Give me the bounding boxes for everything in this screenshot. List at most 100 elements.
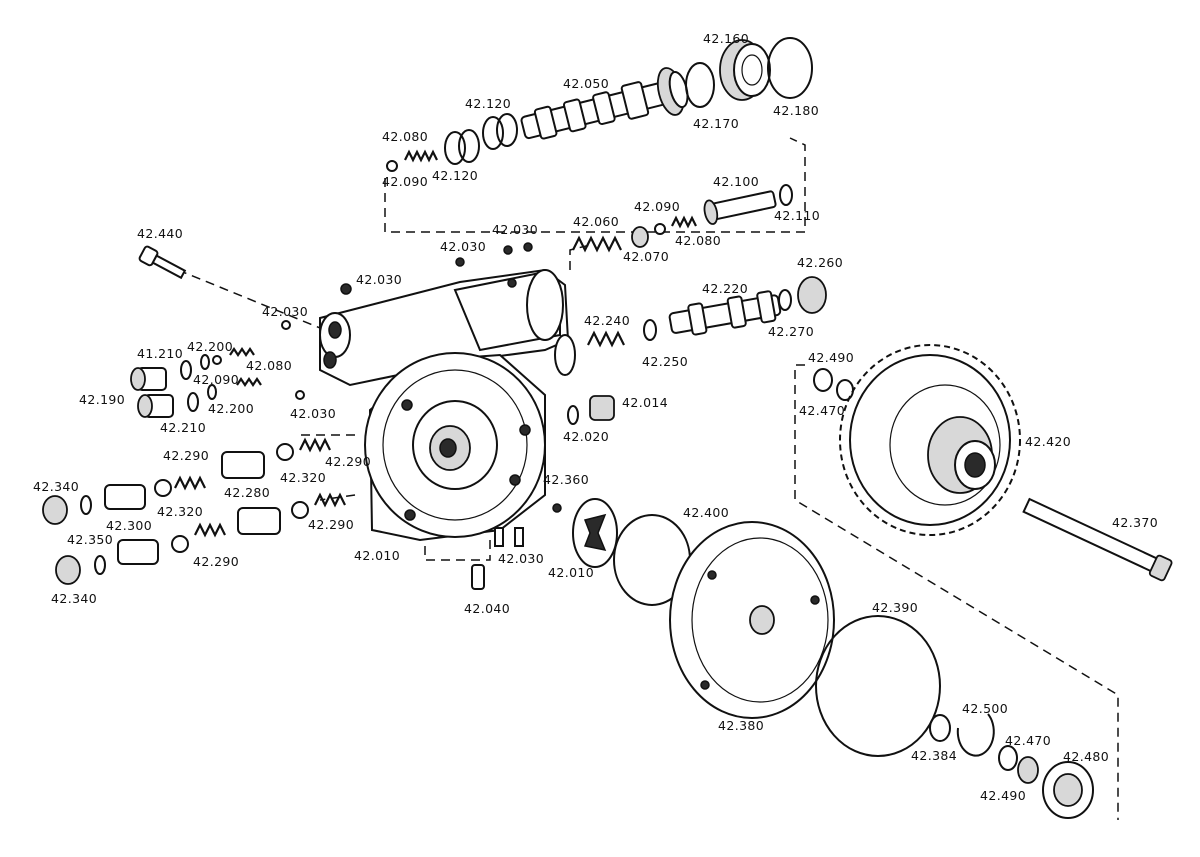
ball — [654, 223, 666, 235]
spring — [314, 492, 346, 508]
pump-cover — [669, 521, 835, 719]
lower-left-valve-cluster — [42, 437, 346, 585]
callout-label: 42.250 — [642, 354, 688, 369]
o-ring — [998, 745, 1018, 771]
valve-sleeve — [117, 539, 159, 565]
callout-label: 42.380 — [718, 718, 764, 733]
large-seal-ring — [815, 615, 941, 757]
breather — [471, 564, 485, 590]
callout-label: 42.090 — [193, 372, 239, 387]
callout-label: 42.480 — [1063, 749, 1109, 764]
o-ring — [482, 116, 504, 150]
plunger-assembly — [572, 184, 793, 253]
callout-label: 42.120 — [432, 168, 478, 183]
ball — [281, 320, 291, 330]
callout-label: 42.220 — [702, 281, 748, 296]
o-ring — [180, 360, 192, 380]
spring — [587, 330, 625, 348]
o-ring — [200, 354, 210, 370]
callout-label: 42.270 — [768, 324, 814, 339]
callout-label: 42.420 — [1025, 434, 1071, 449]
o-ring — [444, 131, 466, 165]
callout-label: 42.260 — [797, 255, 843, 270]
o-ring — [929, 714, 951, 742]
valve-sleeve — [104, 484, 146, 510]
plug — [137, 394, 174, 418]
callout-label: 42.010 — [548, 565, 594, 580]
valve-piston — [237, 507, 281, 535]
callout-label: 42.030 — [356, 272, 402, 287]
callout-label: 42.190 — [79, 392, 125, 407]
valve-ball — [171, 535, 189, 553]
plug-screw — [552, 503, 562, 513]
callout-label: 42.090 — [382, 174, 428, 189]
callout-label: 42.030 — [290, 406, 336, 421]
o-ring — [778, 289, 792, 311]
bearing-group — [929, 713, 1094, 819]
callout-label: 42.080 — [246, 358, 292, 373]
callout-label: 42.120 — [465, 96, 511, 111]
callout-label: 42.490 — [808, 350, 854, 365]
o-ring — [187, 392, 199, 412]
plug — [797, 276, 827, 314]
callout-label: 42.340 — [51, 591, 97, 606]
callout-label: 42.200 — [187, 339, 233, 354]
ball — [386, 160, 398, 172]
callout-label: 42.500 — [962, 701, 1008, 716]
callout-label: 42.290 — [308, 517, 354, 532]
callout-label: 42.340 — [33, 479, 79, 494]
valve-piston — [221, 451, 265, 479]
callout-label: 42.280 — [224, 485, 270, 500]
callout-label: 42.030 — [492, 222, 538, 237]
callout-label: 42.490 — [980, 788, 1026, 803]
callout-label: 42.030 — [498, 551, 544, 566]
callout-label: 42.400 — [683, 505, 729, 520]
o-ring — [80, 495, 92, 515]
callout-label: 41.210 — [137, 346, 183, 361]
callout-label: 42.290 — [193, 554, 239, 569]
o-ring — [685, 62, 715, 108]
stud — [494, 527, 504, 547]
o-ring — [813, 368, 833, 392]
spring — [671, 215, 697, 229]
circlip — [956, 713, 995, 757]
output-shaft — [1022, 497, 1173, 582]
callout-label: 42.390 — [872, 600, 918, 615]
pump-rotor — [572, 498, 618, 568]
callout-label: 42.080 — [382, 129, 428, 144]
fitting — [589, 395, 615, 421]
plug — [130, 367, 167, 391]
callout-label: 42.350 — [67, 532, 113, 547]
callout-label: 42.030 — [262, 304, 308, 319]
left-small-parts — [130, 245, 305, 418]
spring — [174, 475, 206, 491]
o-ring — [94, 555, 106, 575]
plug — [55, 555, 81, 585]
end-cap — [719, 39, 771, 101]
ball — [295, 390, 305, 400]
o-ring — [207, 384, 217, 400]
bottom-fittings — [471, 527, 524, 590]
callout-label: 42.030 — [440, 239, 486, 254]
callout-label: 42.360 — [543, 472, 589, 487]
washer — [1017, 756, 1039, 784]
callout-label: 42.170 — [693, 116, 739, 131]
cam-shaft — [520, 67, 689, 140]
spring — [404, 149, 438, 163]
o-ring — [458, 129, 480, 163]
callout-label: 42.290 — [163, 448, 209, 463]
flange-plate — [364, 352, 546, 542]
stud — [514, 527, 524, 547]
spring — [229, 347, 255, 357]
callout-label: 42.014 — [622, 395, 668, 410]
callout-label: 42.180 — [773, 103, 819, 118]
valve-ball — [154, 479, 172, 497]
callout-label: 42.110 — [774, 208, 820, 223]
ball — [212, 355, 222, 365]
callout-label: 42.050 — [563, 76, 609, 91]
callout-label: 42.440 — [137, 226, 183, 241]
callout-label: 42.080 — [675, 233, 721, 248]
callout-label: 42.320 — [280, 470, 326, 485]
